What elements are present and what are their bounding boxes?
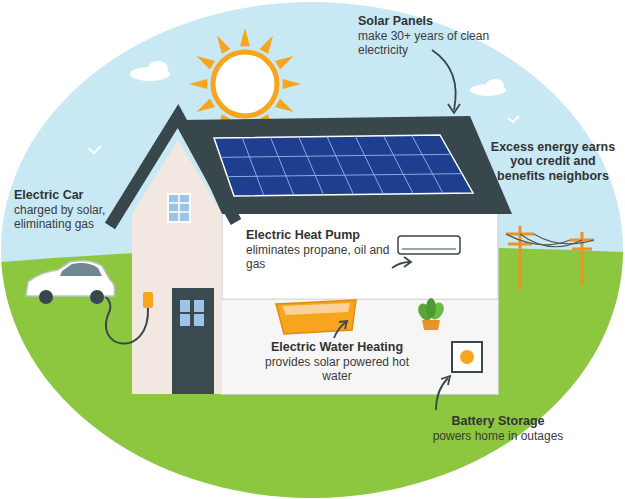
sun-ray — [275, 99, 293, 112]
panel-cell-line — [221, 154, 451, 157]
roof-edge — [110, 116, 236, 226]
sun-ray — [189, 79, 207, 89]
panel-cell-line — [227, 174, 462, 177]
callout-heading: Battery Storage — [408, 414, 588, 428]
sun-ray — [283, 79, 301, 89]
door — [172, 288, 214, 394]
sun-ray — [275, 56, 293, 69]
plant — [415, 298, 446, 330]
callout-text: provides solar powered hot water — [252, 356, 422, 384]
heat-pump — [398, 236, 460, 254]
sun-ray — [240, 28, 250, 46]
water-heater — [276, 300, 356, 334]
panel-cell-line — [412, 135, 443, 193]
callout-heading: Excess energy earns you credit and benef… — [490, 140, 616, 183]
house-interior — [222, 210, 498, 394]
solar-panel — [214, 135, 473, 196]
panel-cell-line — [384, 136, 414, 194]
callout-heading: Solar Panels — [358, 14, 508, 28]
panel-cell-line — [299, 137, 324, 195]
cloud — [130, 61, 506, 96]
callout-text: charged by solar, eliminating gas — [14, 204, 134, 232]
room — [222, 300, 498, 394]
panel-cell-line — [327, 137, 354, 195]
panel-grid — [221, 135, 462, 195]
callout-heading: Electric Car — [14, 188, 134, 202]
callout-heading: Electric Heat Pump — [246, 228, 396, 242]
utility-pole — [506, 226, 594, 290]
callout-text: make 30+ years of clean electricity — [358, 30, 508, 58]
window — [168, 194, 190, 222]
sun-ray — [260, 36, 273, 54]
panel-cell-line — [355, 136, 383, 194]
callout-heading: Electric Water Heating — [252, 340, 422, 354]
panel-cell-line — [271, 137, 294, 195]
charging-cable — [100, 292, 148, 344]
charger — [143, 292, 153, 308]
callout-text: powers home in outages — [408, 430, 588, 444]
battery — [452, 342, 482, 372]
sun-ray — [217, 36, 230, 54]
sun-ray — [197, 56, 215, 69]
callout-text: eliminates propane, oil and gas — [246, 244, 396, 272]
sun-ray — [197, 99, 215, 112]
panel-cell-line — [242, 138, 264, 196]
electric-car — [26, 261, 115, 304]
